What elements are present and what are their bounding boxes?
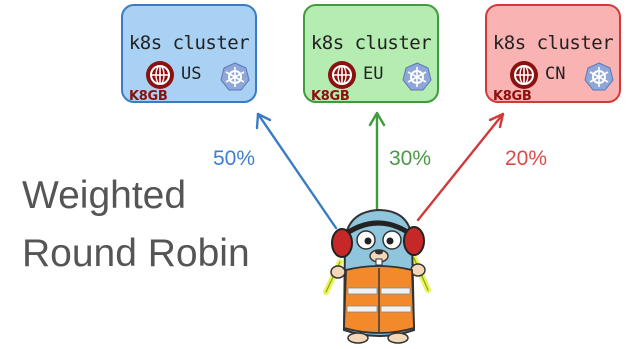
cluster-title: k8s cluster xyxy=(310,32,432,54)
cluster-us: k8s cluster US K8GB xyxy=(121,4,257,103)
cluster-eu: k8s cluster EU K8GB xyxy=(303,4,439,103)
cluster-region: CN xyxy=(545,64,566,84)
cluster-cn: k8s cluster CN K8GB xyxy=(485,4,621,103)
weight-cn: 20% xyxy=(505,147,548,170)
arrow-cn xyxy=(416,112,505,222)
kubernetes-icon xyxy=(584,62,614,91)
k8gb-brand-text: K8GB xyxy=(129,89,168,104)
label-weighted: Weighted xyxy=(22,174,187,217)
arrow-us xyxy=(255,112,338,230)
k8gb-brand-text: K8GB xyxy=(493,89,532,104)
label-round-robin: Round Robin xyxy=(22,232,250,275)
weight-us: 50% xyxy=(213,147,256,170)
cluster-region: US xyxy=(181,64,202,84)
weight-eu: 30% xyxy=(389,147,432,170)
kubernetes-icon xyxy=(220,62,250,91)
cluster-title: k8s cluster xyxy=(128,32,250,54)
k8gb-logo-icon xyxy=(146,61,174,89)
k8gb-logo-icon xyxy=(328,61,356,89)
kubernetes-icon xyxy=(402,62,432,91)
k8gb-brand-text: K8GB xyxy=(311,89,350,104)
cluster-region: EU xyxy=(363,64,384,84)
cluster-title: k8s cluster xyxy=(492,32,614,54)
k8gb-logo-icon xyxy=(510,61,538,89)
arrow-eu xyxy=(368,111,386,218)
